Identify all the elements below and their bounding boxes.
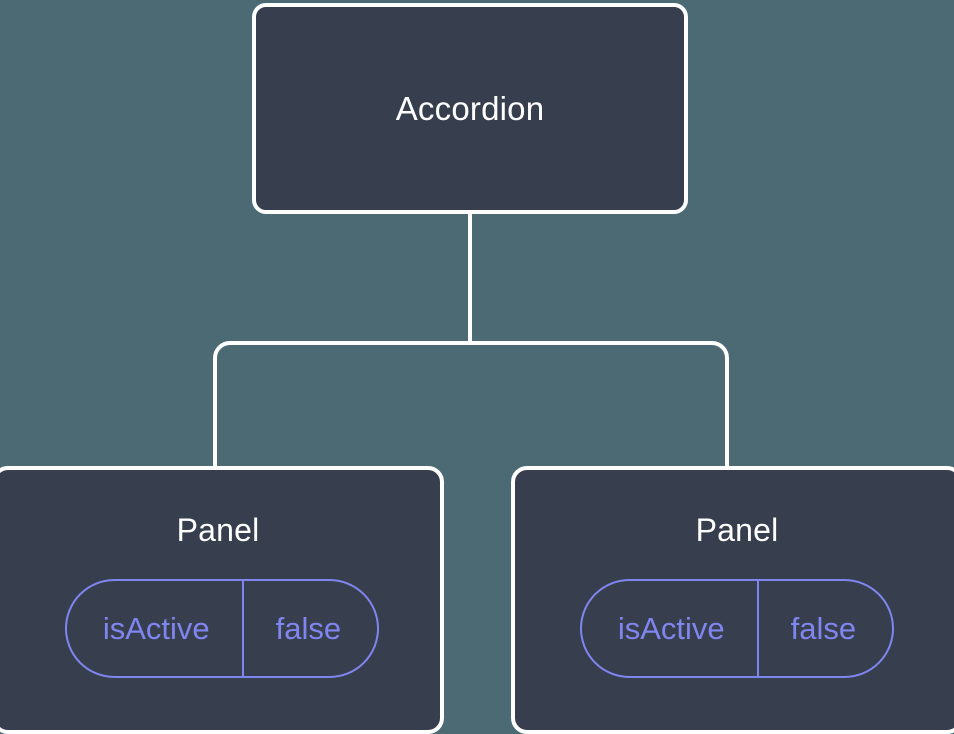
node-title: Accordion bbox=[395, 90, 545, 127]
prop-value: false bbox=[756, 581, 892, 676]
node-panel-right[interactable]: Panel isActive false bbox=[511, 466, 954, 734]
prop-list: isActive false bbox=[515, 579, 954, 678]
node-panel-left[interactable]: Panel isActive false bbox=[0, 466, 444, 734]
prop-key: isActive bbox=[617, 611, 725, 646]
node-accordion[interactable]: Accordion bbox=[252, 3, 688, 214]
prop-badge-isactive[interactable]: isActive false bbox=[64, 579, 380, 678]
node-title: Panel bbox=[176, 512, 260, 548]
node-title: Panel bbox=[695, 512, 779, 548]
prop-value: false bbox=[241, 581, 377, 676]
prop-key: isActive bbox=[102, 611, 210, 646]
connector-branch-right bbox=[470, 341, 729, 470]
prop-badge-isactive[interactable]: isActive false bbox=[579, 579, 895, 678]
connector-branch-left bbox=[213, 341, 470, 470]
prop-list: isActive false bbox=[0, 579, 444, 678]
